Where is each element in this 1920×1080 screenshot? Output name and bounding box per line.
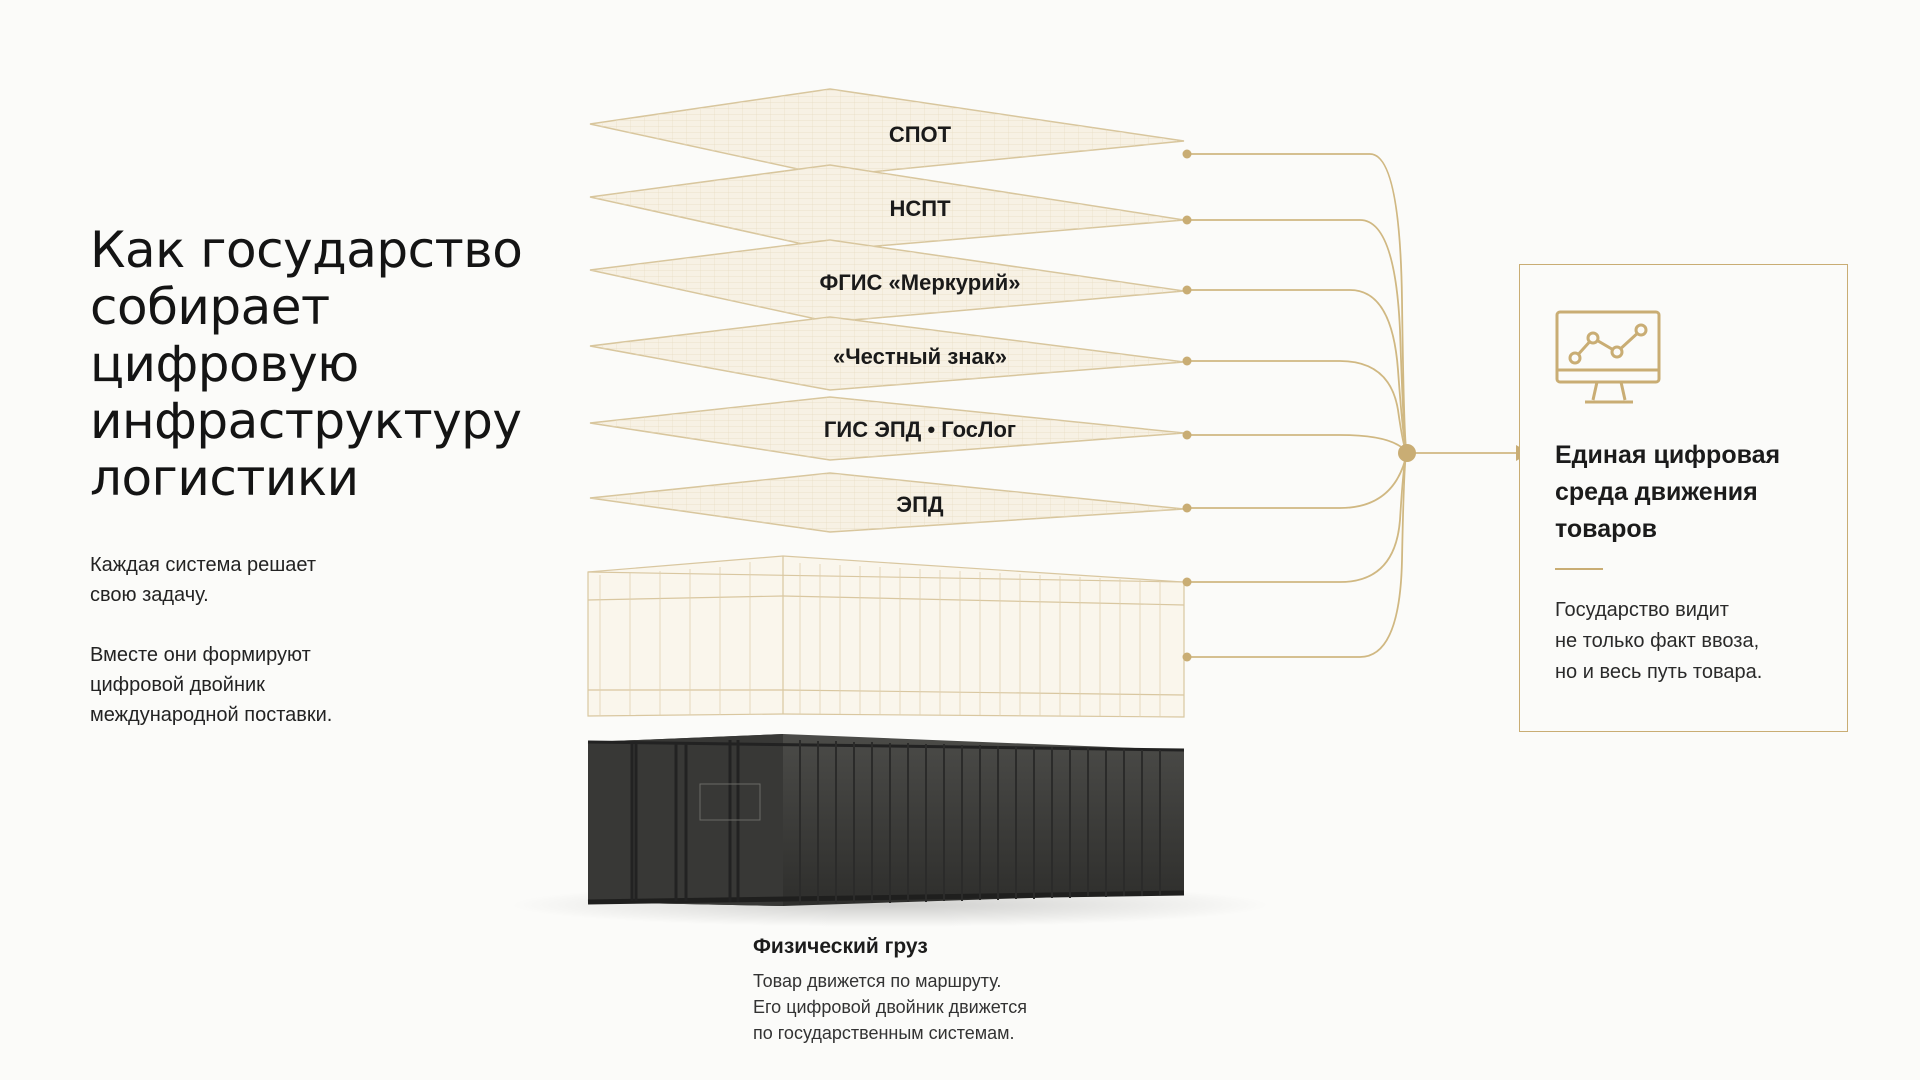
monitor-chart-icon <box>1555 310 1661 404</box>
layer-label-chestny-znak: «Честный знак» <box>832 344 1008 369</box>
title-line: Как государство <box>90 221 523 279</box>
layer-plane-epd <box>589 472 1185 533</box>
description-line: Каждая система решает <box>90 554 317 576</box>
result-card: Единая цифровая среда движения товаров Г… <box>1519 264 1848 732</box>
connector-dots <box>1182 149 1416 662</box>
layer-plane-chestny-znak <box>589 316 1185 391</box>
title-line: собирает <box>90 278 330 336</box>
connector-lines <box>1187 153 1520 658</box>
layer-label-epd: ЭПД <box>896 492 944 517</box>
description-line: Вместе они формируют <box>90 644 311 666</box>
result-text-line: Государство видит <box>1555 599 1729 621</box>
title-line: инфраструктуру <box>90 392 522 450</box>
description-line: цифровой двойник <box>90 674 265 696</box>
result-title-line: среда движения <box>1555 478 1758 506</box>
hub-dot <box>1398 444 1416 462</box>
cargo-text-line: по государственным системам. <box>753 1023 1015 1043</box>
result-text-line: но и весь путь товара. <box>1555 661 1763 683</box>
description-line: свою задачу. <box>90 584 209 606</box>
title-line: цифровую <box>90 335 359 393</box>
layer-label-mercury: ФГИС «Меркурий» <box>819 270 1021 295</box>
description-line: международной поставки. <box>90 704 333 726</box>
result-title-line: Единая цифровая <box>1555 441 1781 469</box>
page-title: Как государство собирает цифровую инфрас… <box>90 222 560 507</box>
result-divider <box>1555 568 1603 570</box>
result-text: Государство видит не только факт ввоза, … <box>1555 595 1835 688</box>
result-text-line: не только факт ввоза, <box>1555 630 1760 652</box>
result-title: Единая цифровая среда движения товаров <box>1555 437 1835 548</box>
cargo-text: Товар движется по маршруту. Его цифровой… <box>753 968 1133 1046</box>
cargo-title: Физический груз <box>753 935 928 958</box>
cargo-text-line: Товар движется по маршруту. <box>753 971 1002 991</box>
wireframe-container <box>587 555 1185 718</box>
layer-plane-spot <box>589 88 1185 177</box>
layer-label-gis-epd: ГИС ЭПД • ГосЛог <box>823 417 1017 442</box>
title-line: логистики <box>90 449 359 507</box>
physical-container <box>587 734 1185 906</box>
layer-label-spot: СПОТ <box>888 122 952 147</box>
description-paragraph-1: Каждая система решает свою задачу. <box>90 550 450 610</box>
description-paragraph-2: Вместе они формируют цифровой двойник ме… <box>90 640 450 730</box>
layer-label-nspt: НСПТ <box>889 196 951 221</box>
cargo-text-line: Его цифровой двойник движется <box>753 997 1027 1017</box>
result-title-line: товаров <box>1555 515 1658 543</box>
layer-plane-gis-epd <box>589 396 1185 461</box>
